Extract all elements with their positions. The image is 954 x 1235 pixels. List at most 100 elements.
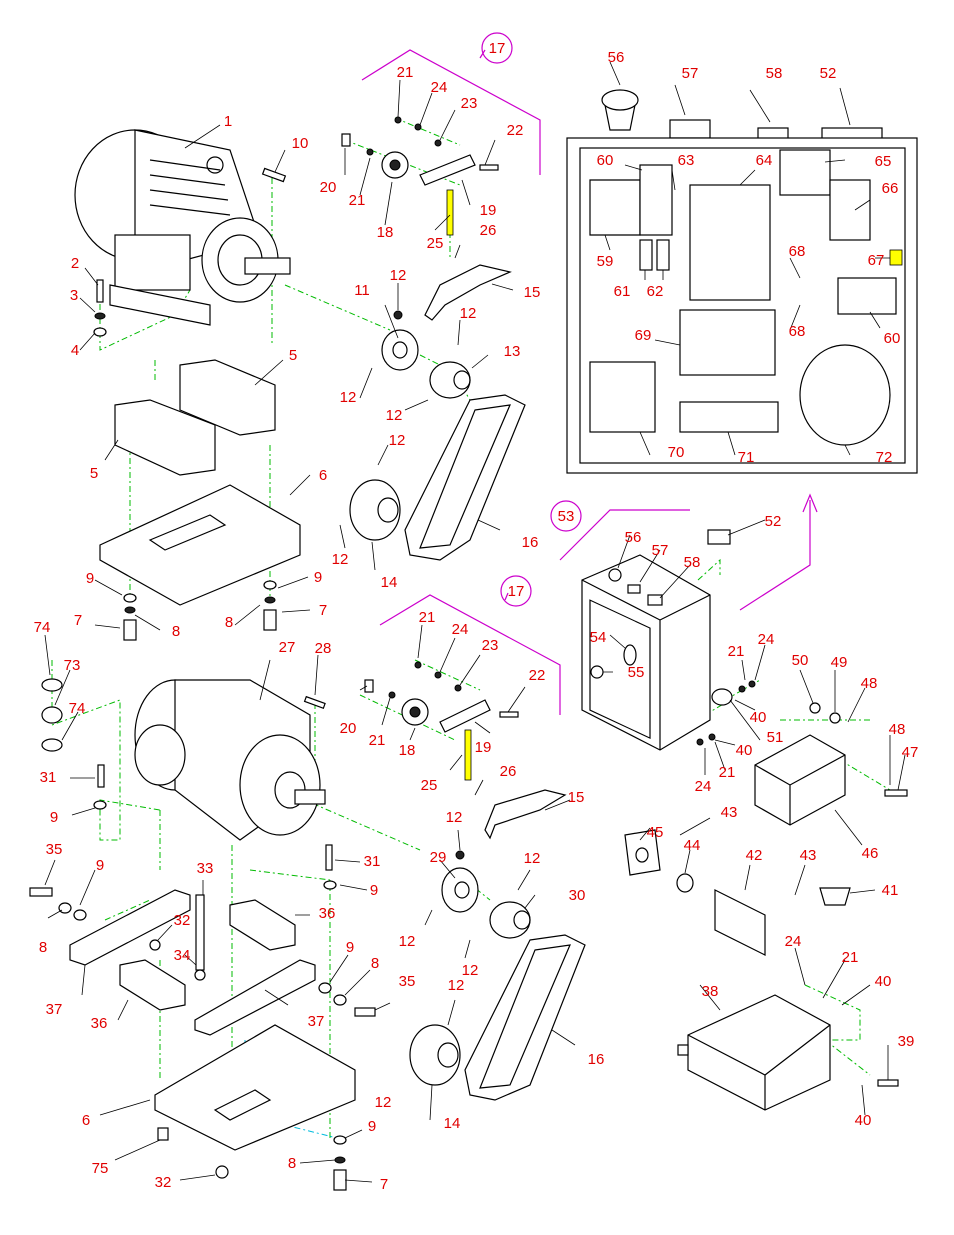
part-label-top-21b: 21 (349, 192, 366, 209)
part-label-bot-9e: 9 (368, 1118, 376, 1135)
callout-17-top-text: 17 (489, 40, 506, 57)
part-label-top-20: 20 (320, 179, 337, 196)
part-label-bot-12d: 12 (462, 962, 479, 979)
leader-lines-control (603, 519, 906, 1116)
bottom-motor (134, 679, 326, 841)
top-small-pulley (429, 361, 471, 399)
part-label-ctl-55: 55 (628, 664, 645, 681)
part-label-bot-20: 20 (340, 720, 357, 737)
part-label-top-24: 24 (431, 79, 448, 96)
part-label-bot-12e: 12 (448, 977, 465, 994)
part-label-top-10: 10 (292, 135, 309, 152)
part-label-ctl-58: 58 (684, 554, 701, 571)
part-label-ctl-57: 57 (652, 542, 669, 559)
part-label-top-15: 15 (524, 284, 541, 301)
top-mount-bolts (123, 580, 277, 641)
part-label-bot-74a: 74 (34, 619, 51, 636)
panel-top-fittings (601, 89, 883, 141)
part-label-ctl-47: 47 (902, 744, 919, 761)
part-label-top-12b: 12 (460, 305, 477, 322)
part-label-ctl-43b: 43 (800, 847, 817, 864)
part-label-box-59: 59 (597, 253, 614, 270)
part-label-box-69: 69 (635, 327, 652, 344)
part-label-ctl-56: 56 (625, 529, 642, 546)
part-label-box-61: 61 (614, 283, 631, 300)
part-label-top-7a: 7 (74, 612, 82, 629)
part-label-bot-36b: 36 (91, 1015, 108, 1032)
part-label-box-72: 72 (876, 449, 893, 466)
part-label-top-19: 19 (480, 202, 497, 219)
part-label-top-6: 6 (319, 467, 327, 484)
bottom-large-pulley (409, 1024, 461, 1086)
bottom-mount-bolts (29, 764, 337, 921)
part-label-box-70: 70 (668, 444, 685, 461)
top-tensioner (341, 116, 499, 236)
part-label-ctl-38: 38 (702, 983, 719, 1000)
part-label-bot-9c: 9 (370, 882, 378, 899)
part-label-ctl-51: 51 (767, 729, 784, 746)
cover-plates (624, 829, 851, 956)
bottom-small-pulley (489, 901, 531, 939)
part-label-top-12f: 12 (332, 551, 349, 568)
callout-17-bottom-circle (500, 575, 532, 607)
callout-17-bottom: 17 (500, 575, 532, 607)
part-label-top-26: 26 (480, 222, 497, 239)
control-box (581, 554, 711, 751)
part-label-top-12a: 12 (390, 267, 407, 284)
part-label-top-7b: 7 (319, 602, 327, 619)
part-label-box-66: 66 (882, 180, 899, 197)
bottom-motor-pulley (441, 850, 479, 913)
part-label-top-9a: 9 (86, 570, 94, 587)
part-label-top-23: 23 (461, 95, 478, 112)
part-label-bot-16: 16 (588, 1051, 605, 1068)
part-label-bot-21a: 21 (419, 609, 436, 626)
part-label-box-52: 52 (820, 65, 837, 82)
leader-lines-bottom (44, 624, 576, 1183)
callout-17-bottom-text: 17 (508, 583, 525, 600)
part-label-bot-9d: 9 (346, 939, 354, 956)
part-label-bot-32b: 32 (155, 1174, 172, 1191)
callout-brackets (361, 49, 690, 715)
part-label-bot-37a: 37 (46, 1001, 63, 1018)
callout-17-top: 17 (481, 32, 513, 64)
part-label-box-60b: 60 (884, 330, 901, 347)
top-large-pulley (349, 479, 401, 541)
top-key (261, 167, 287, 183)
leader-lines (79, 79, 514, 631)
part-label-top-3: 3 (70, 287, 78, 304)
part-label-bot-32a: 32 (174, 912, 191, 929)
callout-53-circle (550, 500, 582, 532)
part-label-bot-37b: 37 (308, 1013, 325, 1030)
top-spacer-bars (114, 359, 276, 476)
callout-53-text: 53 (558, 508, 575, 525)
bottom-rail-assembly (69, 889, 376, 1036)
part-label-ctl-43a: 43 (721, 804, 738, 821)
part-label-ctl-54: 54 (590, 629, 607, 646)
top-motor-plate (99, 484, 301, 606)
part-label-top-2: 2 (71, 255, 79, 272)
part-label-bot-22: 22 (529, 667, 546, 684)
part-label-top-21a: 21 (397, 64, 414, 81)
part-label-bot-14: 14 (444, 1115, 461, 1132)
part-label-top-12c: 12 (340, 389, 357, 406)
callout-17-top-circle (481, 32, 513, 64)
bottom-tensioner (364, 661, 519, 781)
panel-arrow (739, 493, 818, 611)
part-label-ctl-39: 39 (898, 1033, 915, 1050)
part-label-ctl-40c: 40 (875, 973, 892, 990)
part-label-ctl-46: 46 (862, 845, 879, 862)
part-label-ctl-42: 42 (746, 847, 763, 864)
part-label-ctl-48a: 48 (861, 675, 878, 692)
part-label-bot-19: 19 (475, 739, 492, 756)
part-label-top-8b: 8 (225, 614, 233, 631)
panel-components (589, 149, 903, 446)
part-label-bot-8c: 8 (288, 1155, 296, 1172)
part-label-box-60a: 60 (597, 152, 614, 169)
bottom-belt-guard-chain (484, 789, 567, 840)
part-label-box-56: 56 (608, 49, 625, 66)
part-label-bot-6: 6 (82, 1112, 90, 1129)
part-label-top-4: 4 (71, 342, 79, 359)
leader-lines-panel (604, 61, 890, 456)
part-label-bot-25: 25 (421, 777, 438, 794)
